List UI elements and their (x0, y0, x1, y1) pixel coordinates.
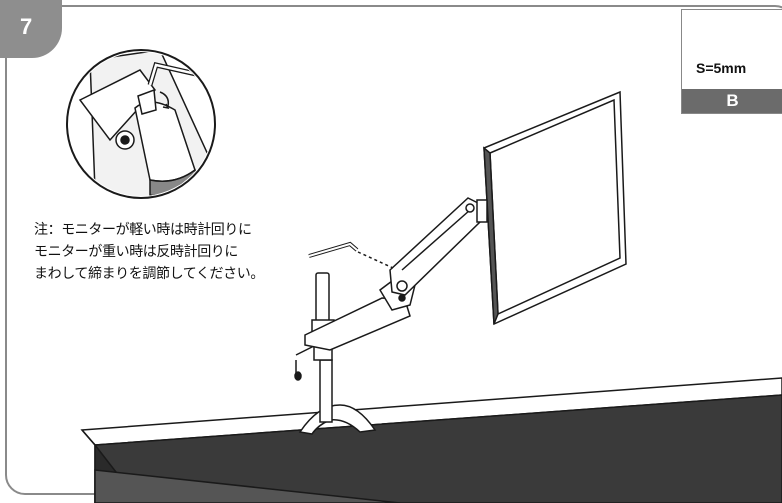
upper-arm (389, 197, 483, 302)
step-badge: 7 (0, 0, 62, 58)
desk (80, 377, 782, 503)
step-number: 7 (20, 14, 33, 39)
allen-key-in-use (308, 241, 394, 269)
monitor (476, 90, 627, 326)
tool-label: B (682, 89, 782, 113)
note-line: モニターが重い時は反時計回りに (34, 244, 238, 260)
note-line: まわして締まりを調節してください。 (34, 266, 264, 282)
tool-box: S=5mm B (681, 9, 782, 114)
zoom-detail-circle (66, 49, 216, 199)
adjustment-note: 注：モニターが軽い時は時計回りに モニターが重い時は反時計回りに まわして締まり… (34, 219, 264, 285)
tool-spec: S=5mm (696, 60, 747, 76)
note-line: 注：モニターが軽い時は時計回りに (34, 222, 252, 238)
